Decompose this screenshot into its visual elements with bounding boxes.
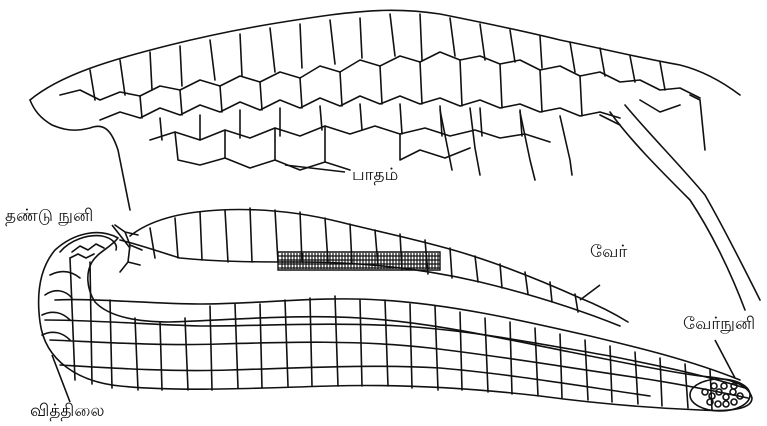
label-foot: பாதம் (352, 165, 398, 185)
label-stem-tip: தண்டு நுனி (5, 206, 93, 226)
embryo-body (39, 208, 752, 411)
label-cotyledon: வித்திலை (30, 401, 105, 421)
label-root-tip: வேர்நுனி (683, 314, 755, 334)
root-tip-meristem (690, 379, 750, 411)
label-root: வேர் (590, 242, 627, 262)
leader-root (580, 285, 600, 300)
